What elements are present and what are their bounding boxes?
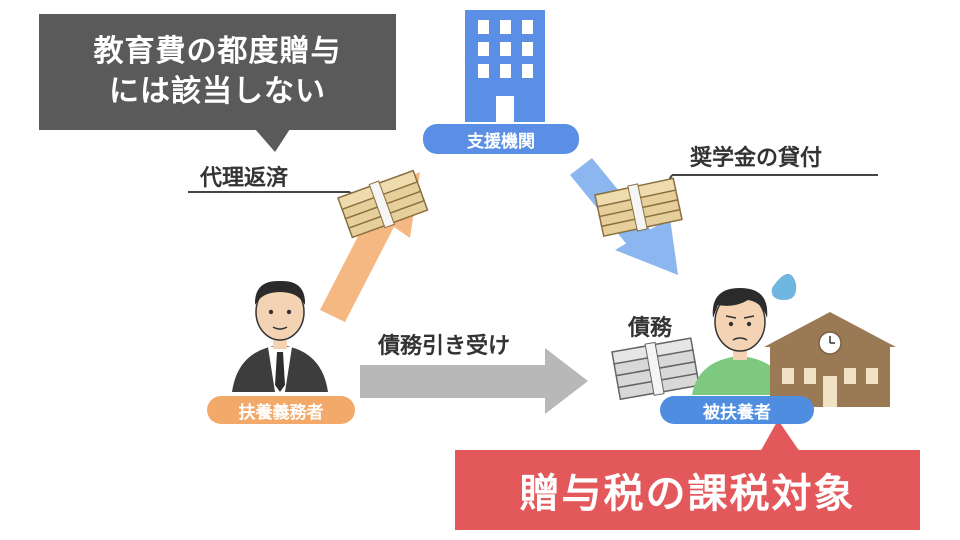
debt-label: 債務 (628, 316, 673, 341)
supporter-person-icon (232, 280, 328, 392)
school-building-icon (764, 312, 896, 407)
callout-line-1: 教育費の都度贈与 (93, 34, 342, 69)
debt-money-stack-icon (611, 337, 700, 401)
gift-tax-result-box: 贈与税の課税対象 (455, 450, 920, 530)
not-education-gift-callout: 教育費の都度贈与 には該当しない (39, 14, 396, 130)
callout-tail (255, 129, 290, 152)
scholarship-loan-label: 奨学金の貸付 (690, 146, 823, 171)
dependent-badge: 被扶養者 (660, 396, 814, 424)
result-tail (760, 420, 800, 452)
sweat-drop-icon (771, 273, 797, 300)
money-stack-icon (337, 169, 429, 239)
office-building-icon (465, 10, 545, 122)
support-org-badge: 支援機関 (423, 124, 579, 154)
supporter-badge: 扶養義務者 (207, 396, 355, 424)
arrow-debt-assumption (360, 348, 588, 414)
proxy-payment-label: 代理返済 (200, 166, 289, 191)
dependent-person-icon (692, 288, 788, 395)
callout-line-2: には該当しない (109, 74, 326, 109)
money-stack-icon (594, 177, 683, 237)
debt-assumption-label: 債務引き受け (378, 334, 511, 359)
